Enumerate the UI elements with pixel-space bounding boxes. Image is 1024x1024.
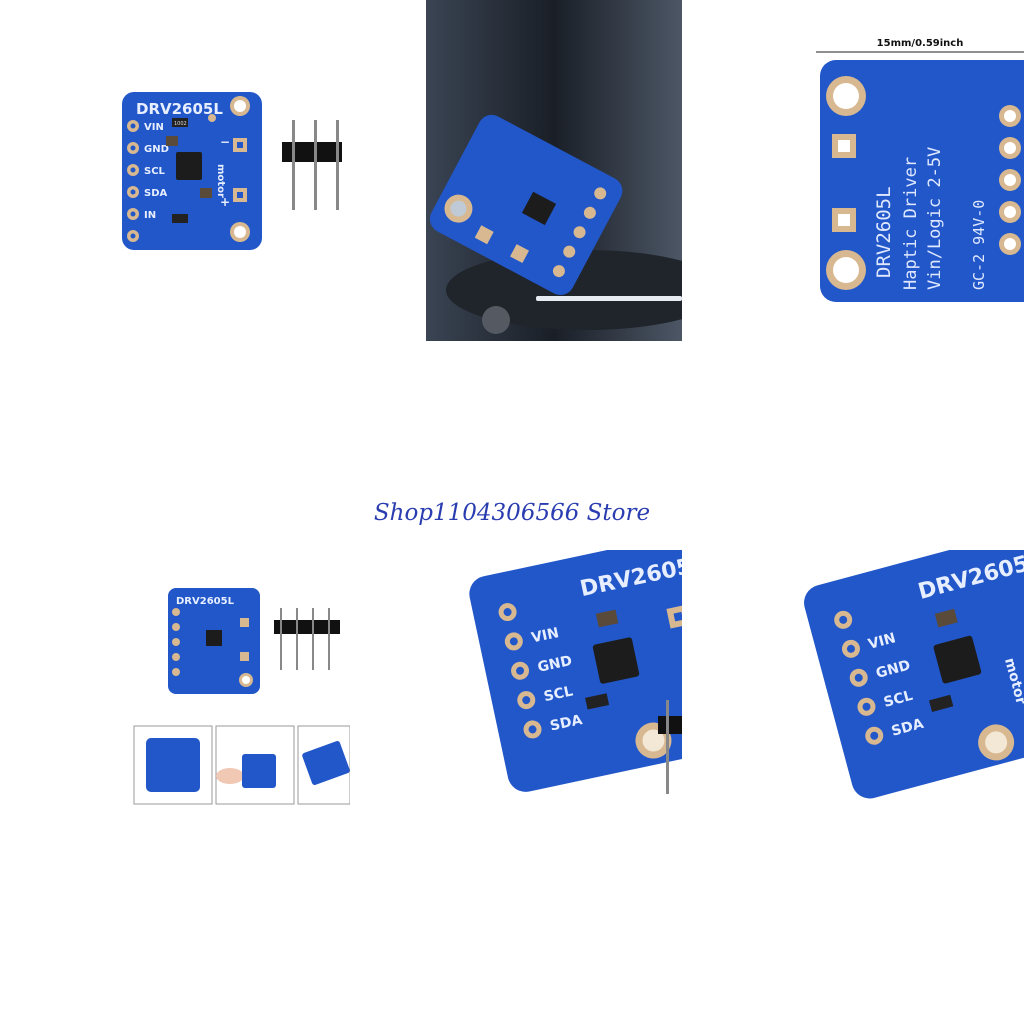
closeup2-pin-scl: SCL xyxy=(882,688,914,711)
capacitor-2 xyxy=(200,188,212,198)
resistor-mark: 1002 xyxy=(174,121,187,127)
back-text-line4: GC-2 94V-0 xyxy=(970,200,988,290)
back-text-line1: DRV2605L xyxy=(873,186,895,278)
closeup2-pin-vin: VIN xyxy=(867,630,898,653)
closeup-pin-scl: SCL xyxy=(542,683,574,705)
back-text-line3: Vin/Logic 2-5V xyxy=(925,147,945,290)
via xyxy=(208,114,216,122)
closeup-pin-vin: VIN xyxy=(530,625,560,646)
pin-label-scl: SCL xyxy=(144,166,166,177)
pcb-closeup-2 xyxy=(804,550,1024,799)
closeup-header-pin xyxy=(658,716,682,734)
header-pins xyxy=(282,120,342,210)
small-header-pins xyxy=(274,608,340,670)
driver-ic xyxy=(176,152,202,180)
pin-label-vin: VIN xyxy=(144,122,164,133)
product-image-closeup-2[interactable]: DRV2605L VIN GND SCL SDA motor xyxy=(770,550,1024,810)
back-text-line2: Haptic Driver xyxy=(901,157,921,290)
product-image-back-dimension[interactable]: 15mm/0.59inch DRV2605L Haptic Driver Vin… xyxy=(770,20,1024,320)
sphere xyxy=(482,306,510,334)
product-image-front[interactable]: DRV2605L VIN GND SCL SDA IN 1002 − + mot… xyxy=(100,70,360,270)
closeup2-pin-pads xyxy=(834,610,884,745)
closeup-pin-pads xyxy=(498,603,542,739)
small-pin-pads xyxy=(172,608,180,676)
board-title: DRV2605L xyxy=(136,100,223,118)
pin-label-sda: SDA xyxy=(144,188,168,199)
product-image-stand[interactable] xyxy=(426,0,682,341)
closeup-driver-ic xyxy=(592,637,640,684)
closeup-pin-gnd: GND xyxy=(536,653,573,676)
pin-pads xyxy=(127,120,139,242)
motor-label: motor xyxy=(215,164,226,198)
plus-mark: + xyxy=(220,195,230,209)
closeup2-driver-ic xyxy=(933,635,982,684)
product-image-thumbnails[interactable]: DRV2605L xyxy=(130,570,350,810)
pin-label-gnd: GND xyxy=(144,144,169,155)
pin-pads-back xyxy=(999,105,1021,255)
product-image-closeup[interactable]: DRV2605L VIN GND SCL SDA xyxy=(426,550,682,810)
pin-label-in: IN xyxy=(144,210,156,221)
resistor-chip-2 xyxy=(172,214,188,223)
store-name[interactable]: Shop1104306566 Store xyxy=(373,500,651,526)
driver-ic-tilted xyxy=(521,191,557,226)
stand-light xyxy=(536,296,682,301)
small-board-title: DRV2605L xyxy=(176,596,235,607)
minus-mark: − xyxy=(220,135,230,149)
closeup-pin-sda: SDA xyxy=(549,712,584,734)
capacitor xyxy=(166,136,178,146)
resistor-chip xyxy=(172,118,188,127)
dimension-label: 15mm/0.59inch xyxy=(877,38,964,49)
pcb-back xyxy=(820,60,1024,302)
